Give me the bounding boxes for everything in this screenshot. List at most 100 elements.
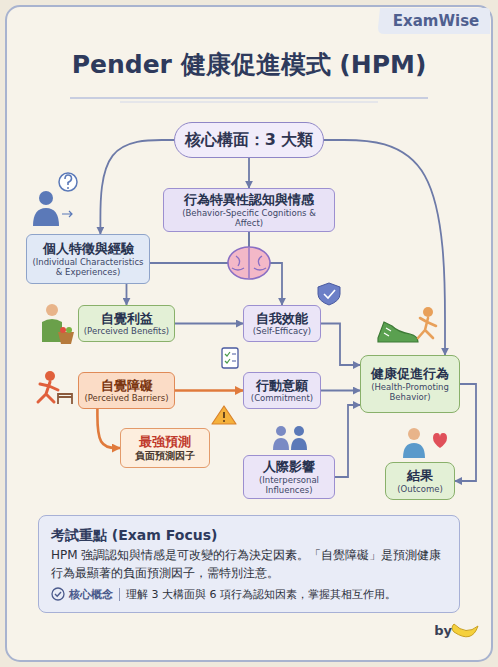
person-question-icon <box>33 208 59 226</box>
node-title: 最強預測 <box>139 434 191 450</box>
title-rule <box>70 97 428 99</box>
person-question-icon <box>65 175 72 185</box>
node-text: (Individual Characteristics & Experience… <box>31 257 145 277</box>
node-text: 核心概念 <box>69 588 113 601</box>
exam-panel: 考試重點 (Exam Focus)HPM 強調認知與情感是可改變的行為決定因素。… <box>38 515 460 613</box>
runner-hurdle-icon <box>58 394 72 404</box>
shoe-icon <box>423 307 433 317</box>
runner-hurdle-icon <box>38 371 72 404</box>
benefit-person-icon <box>42 319 62 342</box>
node-title: 行為特異性認知與情感 <box>184 192 314 208</box>
warning-icon <box>212 406 236 424</box>
construct-box: 個人特徵與經驗(Individual Characteristics & Exp… <box>26 234 150 284</box>
node-text: (Commitment) <box>251 393 313 403</box>
connector-arrow <box>335 405 360 477</box>
outcome-box: 結果(Outcome) <box>385 462 455 500</box>
check-icon <box>52 588 64 600</box>
connector-arrow <box>321 390 360 392</box>
person-question-icon <box>33 173 77 226</box>
people-icon <box>291 438 307 450</box>
factor-box: 行動意願(Commitment) <box>243 372 321 409</box>
shield-icon <box>324 290 335 298</box>
people-icon <box>294 426 304 436</box>
node-title: 健康促進行為 <box>371 366 449 382</box>
connector-arrow <box>321 324 360 366</box>
node-text: (Behavior-Specific Cognitions & Affect) <box>168 208 330 228</box>
check-icon <box>55 592 61 596</box>
banana-icon <box>452 624 478 637</box>
outcome-person-icon <box>403 428 447 458</box>
node-title: 自覺利益 <box>101 311 153 327</box>
benefit-person-icon <box>60 327 66 333</box>
benefit-person-icon <box>42 304 74 344</box>
people-icon <box>276 426 286 436</box>
shield-icon <box>318 283 340 305</box>
node-text: HPM 強調認知與情感是可改變的行為決定因素。「自覺障礙」是預測健康行為最顯著的… <box>51 546 447 582</box>
node-title: 人際影響 <box>263 459 315 475</box>
brand-tab <box>378 8 490 34</box>
node-text: 負面預測因子 <box>135 450 195 462</box>
node-title: 個人特徵與經驗 <box>43 241 134 257</box>
connector-arrow <box>175 323 243 325</box>
brain-icon <box>232 248 266 278</box>
checklist-icon <box>232 354 236 361</box>
concept-row: 核心概念理解 3 大構面與 6 項行為認知因素，掌握其相互作用。 <box>51 587 396 601</box>
node-text: 理解 3 大構面與 6 項行為認知因素，掌握其相互作用。 <box>119 588 396 601</box>
checklist-icon <box>222 348 238 368</box>
node-text: (Perceived Barriers) <box>84 393 168 403</box>
connector-arrow <box>324 140 445 355</box>
shoe-icon <box>384 328 391 336</box>
diagram-title: Pender 健康促進模式 (HPM) <box>0 50 498 80</box>
shoe-icon <box>418 318 436 338</box>
brain-icon <box>228 247 270 279</box>
node-text: (Health-Promoting Behavior) <box>365 382 455 402</box>
factor-box: 自覺利益(Perceived Benefits) <box>78 305 175 342</box>
runner-hurdle-icon <box>38 382 58 402</box>
behavior-box: 健康促進行為(Health-Promoting Behavior) <box>360 355 460 413</box>
warning-icon <box>223 420 225 422</box>
people-icon <box>273 426 307 450</box>
title-rule <box>120 102 378 103</box>
core-pill: 核心構面：3 大類 <box>174 122 324 158</box>
person-question-icon <box>59 173 77 191</box>
checklist-icon <box>222 348 238 368</box>
person-question-icon <box>67 187 69 189</box>
callout-box: 最強預測負面預測因子 <box>120 428 210 468</box>
check-icon <box>51 587 65 601</box>
benefit-person-icon <box>58 332 74 344</box>
shoe-icon <box>378 322 418 342</box>
node-title: 結果 <box>407 468 433 484</box>
checklist-icon <box>225 352 230 363</box>
connector-arrow <box>97 409 120 448</box>
card-frame <box>6 6 492 661</box>
runner-hurdle-icon <box>45 371 55 381</box>
outcome-person-icon <box>433 433 447 448</box>
banana-icon <box>452 624 478 637</box>
credit-label: by <box>428 623 452 639</box>
factor-box: 自覺障礙(Perceived Barriers) <box>78 372 175 409</box>
outcome-person-icon <box>408 428 420 440</box>
benefit-person-icon <box>66 327 72 333</box>
construct-box: 行為特異性認知與情感(Behavior-Specific Cognitions … <box>163 188 335 232</box>
connector-arrow <box>175 389 243 392</box>
connector-arrow <box>248 158 250 188</box>
factor-box: 人際影響(Interpersonal Influences) <box>243 455 335 499</box>
shoe-icon <box>378 307 436 342</box>
node-title: 自我效能 <box>256 311 308 327</box>
person-question-icon <box>39 191 53 205</box>
node-title: 行動意願 <box>256 378 308 394</box>
node-text: (Outcome) <box>397 484 442 494</box>
node-title: 自覺障礙 <box>101 378 153 394</box>
shield-icon <box>318 283 340 305</box>
node-title: 核心構面：3 大類 <box>185 130 314 149</box>
brain-icon <box>228 247 270 279</box>
node-text: (Self-Efficacy) <box>253 326 311 336</box>
warning-icon <box>212 406 236 424</box>
person-question-icon <box>62 211 72 217</box>
benefit-person-icon <box>46 304 58 316</box>
warning-icon <box>223 412 225 418</box>
brand-label: ExamWise <box>384 12 488 30</box>
factor-box: 自我效能(Self-Efficacy) <box>243 305 321 342</box>
node-text: (Perceived Benefits) <box>84 326 169 336</box>
